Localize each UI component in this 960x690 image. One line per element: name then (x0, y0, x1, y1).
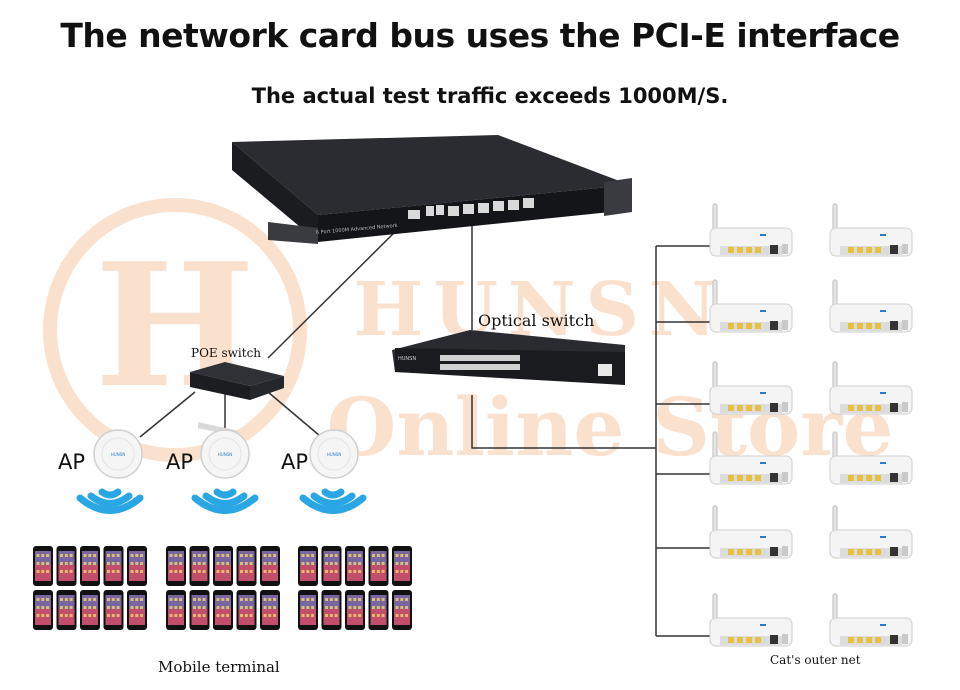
connection-lines (139, 221, 710, 637)
wifi-icon (299, 488, 367, 514)
phone-icon (260, 590, 280, 630)
ap-label-3: AP (281, 450, 309, 474)
phone-icon (345, 546, 365, 586)
phone-icon (33, 590, 53, 630)
router-port-usb2 (436, 205, 444, 215)
router-ear-left (268, 222, 318, 244)
modem-icon (829, 593, 913, 647)
router-port-lan5 (508, 200, 519, 210)
line-router-poe (267, 221, 406, 359)
optical-switch-ports-row1 (440, 355, 520, 361)
router-port-lan2 (463, 204, 474, 214)
router-ports (408, 198, 534, 219)
mobile-terminal-label: Mobile terminal (158, 658, 280, 676)
ap-logo: HUNSN (218, 452, 232, 457)
phone-icon (127, 546, 147, 586)
router-port-lan6 (523, 198, 534, 208)
modem-icon (709, 431, 793, 485)
ap-label-2: AP (166, 450, 194, 474)
phone-icon (298, 590, 318, 630)
line-optical-outer (471, 395, 656, 449)
optical-switch-label: Optical switch (478, 311, 595, 330)
modem-icon (709, 279, 793, 333)
modem-icon (829, 361, 913, 415)
modem-icon (829, 203, 913, 257)
router-port-lan1 (448, 206, 459, 216)
phone-icon (321, 546, 342, 586)
router-port-lan4 (493, 201, 504, 211)
phone-icon (392, 546, 412, 586)
modem-icon (709, 505, 793, 559)
line-poe-ap3 (267, 391, 321, 437)
phone-icon (368, 546, 389, 586)
watermark-line2: Online Store (327, 380, 894, 474)
ap-logo: HUNSN (327, 452, 341, 457)
router-port-lan3 (478, 203, 489, 213)
modem-icon (829, 505, 913, 559)
watermark-logo-circle (43, 198, 307, 462)
phone-icon (298, 546, 318, 586)
poe-switch-side (250, 376, 284, 400)
phone-icon (103, 546, 124, 586)
modem-icon (829, 279, 913, 333)
phone-icon (236, 546, 257, 586)
line-poe-ap1 (139, 391, 196, 438)
phone-icon (189, 590, 210, 630)
outer-net-modems (709, 203, 913, 647)
phone-icon (321, 590, 342, 630)
phone-icon (368, 590, 389, 630)
phone-icon (213, 590, 233, 630)
router-side (232, 142, 318, 242)
phone-icon (103, 590, 124, 630)
phone-icon (166, 590, 186, 630)
phone-icon (392, 590, 412, 630)
phone-icon (56, 546, 77, 586)
ap-3: HUNSN (309, 429, 359, 479)
modem-icon (829, 431, 913, 485)
ap-2: HUNSN (200, 429, 250, 479)
router-port-usb1 (426, 206, 434, 216)
phone-icon (33, 546, 53, 586)
phone-icon (189, 546, 210, 586)
phone-icon (56, 590, 77, 630)
poe-switch (190, 362, 284, 437)
poe-switch-top (190, 362, 284, 386)
optical-switch-ports (440, 355, 612, 376)
router-top (232, 135, 630, 215)
router-ear-right (604, 178, 632, 216)
phone-icon (166, 546, 186, 586)
access-points: HUNSN HUNSN HUNSN (93, 429, 359, 479)
phone-icon (80, 590, 100, 630)
phone-icon (127, 590, 147, 630)
wifi-icon (76, 488, 144, 514)
optical-switch-brand: HUNSN (398, 356, 416, 362)
ap-logo: HUNSN (111, 452, 125, 457)
poe-switch-front (190, 372, 250, 400)
router-appliance: 6 Port 1000M Advanced Network (232, 135, 632, 244)
phone-icon (345, 590, 365, 630)
phone-icon (80, 546, 100, 586)
phone-icon (260, 546, 280, 586)
optical-switch-ports-row2 (440, 364, 520, 370)
phone-icon (213, 546, 233, 586)
optical-switch: HUNSN (392, 330, 625, 385)
page-title: The network card bus uses the PCI-E inte… (60, 16, 900, 55)
router-port-console (408, 210, 420, 219)
wifi-signals (76, 488, 367, 514)
poe-switch-label: POE switch (191, 346, 262, 360)
page-subtitle: The actual test traffic exceeds 1000M/S. (251, 84, 729, 108)
modem-icon (709, 203, 793, 257)
wifi-icon (191, 488, 259, 514)
ap-1: HUNSN (93, 429, 143, 479)
modem-icon (709, 593, 793, 647)
phone-icon (236, 590, 257, 630)
modem-icon (709, 361, 793, 415)
optical-switch-power (598, 364, 612, 376)
outer-net-label: Cat's outer net (770, 653, 861, 667)
watermark-logo-letter: H (95, 226, 256, 426)
mobile-terminals (33, 546, 412, 630)
ap-label-1: AP (58, 450, 86, 474)
